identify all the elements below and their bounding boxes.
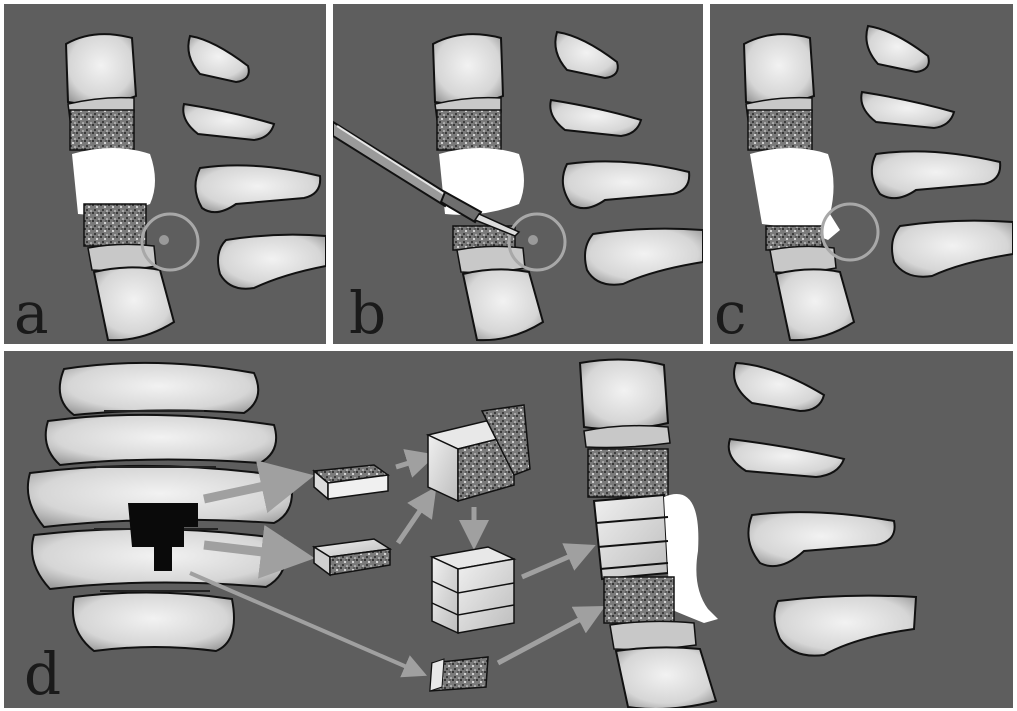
spinous-process-1 <box>555 32 617 78</box>
posterior-process-2 <box>729 439 844 477</box>
panel-c-illustration <box>710 4 1013 344</box>
spinous-process-2 <box>861 92 954 128</box>
spinous-process-1 <box>866 26 928 72</box>
panel-d-illustration <box>4 351 1013 708</box>
disc-lower <box>770 246 836 272</box>
panel-label-c: c <box>714 284 746 342</box>
spinous-process-2 <box>550 100 641 136</box>
spinous-process-4 <box>585 229 703 285</box>
highlight-ring <box>142 214 198 270</box>
posterior-process-4 <box>774 596 916 656</box>
spinous-process-3 <box>195 165 320 212</box>
anterior-spine-view <box>28 363 292 651</box>
panel-b: b <box>333 4 703 344</box>
panel-d: d <box>4 351 1013 708</box>
vertebra-cancellous-upper <box>70 110 134 150</box>
lower-vertebra <box>463 269 543 340</box>
upper-vertebra <box>744 34 814 104</box>
panel-a-illustration <box>4 4 326 344</box>
graft-stack-top <box>428 405 530 501</box>
osteophyte-dot <box>528 235 538 245</box>
graft-composite <box>432 547 514 633</box>
graft-block-2 <box>314 539 390 575</box>
arrow-block1-to-stack <box>396 459 422 467</box>
vertebra-cancellous-upper <box>748 110 812 150</box>
panel-label-b: b <box>349 284 386 342</box>
upper-vertebra <box>66 34 136 104</box>
vertebra-cancellous-lower <box>84 204 146 246</box>
panel-b-illustration <box>333 4 703 344</box>
posterior-process-3 <box>748 512 894 566</box>
panel-label-d: d <box>24 645 61 703</box>
lower-vertebra <box>776 269 854 340</box>
arrow-block2-to-stack <box>398 499 428 543</box>
spinous-process-4 <box>218 235 326 289</box>
spinous-process-2 <box>183 104 274 140</box>
osteophyte-dot <box>159 235 169 245</box>
lower-vertebra <box>94 267 174 340</box>
spinous-process-3 <box>563 161 689 208</box>
spinous-process-1 <box>188 36 248 82</box>
upper-vertebra <box>433 34 503 104</box>
panel-label-a: a <box>14 284 49 342</box>
vertebra-cancellous-upper <box>437 110 501 150</box>
panel-c: c <box>710 4 1013 344</box>
panel-a: a <box>4 4 326 344</box>
spinous-process-4 <box>892 221 1013 277</box>
arrow-composite-to-spine <box>522 551 582 577</box>
reconstructed-spine-lateral <box>580 359 718 708</box>
posterior-process-1 <box>734 363 824 411</box>
spinous-process-3 <box>872 151 1000 198</box>
graft-block-1 <box>314 465 388 499</box>
graft-strip <box>430 657 488 691</box>
